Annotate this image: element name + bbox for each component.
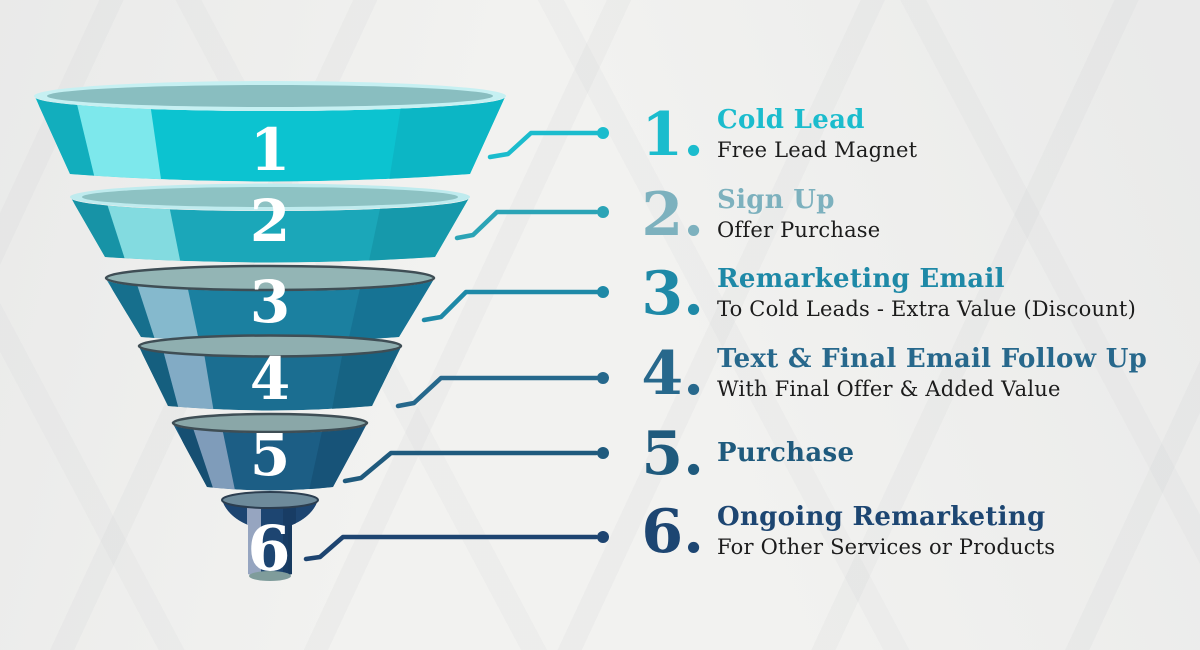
segment-highlight-band: [159, 347, 216, 411]
step-subtitle: To Cold Leads - Extra Value (Discount): [717, 297, 1136, 322]
funnel-segment-2: 2: [70, 183, 470, 263]
funnel-number-6: 6: [247, 512, 290, 585]
step-title: Ongoing Remarketing: [717, 502, 1046, 533]
spout-cap: [249, 571, 291, 581]
segment-highlight-band: [247, 500, 261, 578]
segment-edge-band: [35, 97, 100, 182]
connector-line-1: [487, 130, 600, 160]
step-title: Remarketing Email: [717, 264, 1005, 295]
funnel-segment-6: 6: [221, 491, 319, 585]
funnel-number-2: 2: [250, 187, 290, 255]
segment-edge-band: [173, 424, 217, 491]
step-title: Cold Lead: [717, 105, 865, 136]
step-text: Sign Up Offer Purchase: [717, 181, 880, 249]
segment-edge-band: [139, 347, 183, 411]
step-subtitle: Free Lead Magnet: [717, 138, 918, 163]
segment-top-face: [221, 491, 319, 509]
step-text: Cold Lead Free Lead Magnet: [717, 101, 917, 169]
connector-dot-4: [597, 372, 609, 384]
step-title: Purchase: [717, 438, 855, 469]
step-row-2: 2. Sign Up Offer Purchase: [636, 181, 880, 249]
funnel-number-4: 4: [250, 345, 290, 413]
funnel-segment-1: 1: [34, 81, 506, 184]
connector-dot-6: [597, 531, 609, 543]
funnel-number-1: 1: [250, 116, 290, 184]
segment-edge-band: [288, 525, 293, 576]
step-text: Purchase: [717, 420, 854, 488]
segment-highlight-band: [188, 424, 237, 491]
step-text: Ongoing Remarketing For Other Services o…: [717, 498, 1055, 566]
step-row-5: 5. Purchase: [636, 420, 854, 488]
step-number: 3.: [641, 259, 704, 329]
step-subtitle: For Other Services or Products: [717, 535, 1056, 560]
step-text: Remarketing Email To Cold Leads - Extra …: [717, 260, 1136, 328]
connector-line-5: [342, 450, 599, 484]
connector-line-4: [395, 375, 600, 409]
step-title: Text & Final Email Follow Up: [717, 344, 1148, 375]
step-row-6: 6. Ongoing Remarketing For Other Service…: [636, 498, 1055, 566]
funnel-segment-4: 4: [137, 334, 403, 413]
funnel-number-3: 3: [250, 268, 290, 336]
funnel-segment-5: 5: [171, 412, 369, 491]
step-number: 5.: [641, 419, 704, 489]
step-text: Text & Final Email Follow Up With Final …: [717, 340, 1147, 408]
segment-shade-band: [307, 424, 367, 491]
connector-line-3: [421, 289, 600, 323]
step-number: 2.: [641, 180, 704, 250]
connector-dot-1: [597, 127, 609, 139]
segment-top-face: [104, 264, 436, 292]
segment-edge-band: [106, 279, 160, 342]
connector-dot-3: [597, 286, 609, 298]
connector-line-2: [454, 209, 599, 241]
segment-top-face: [137, 334, 403, 358]
step-row-4: 4. Text & Final Email Follow Up With Fin…: [636, 340, 1147, 408]
step-title: Sign Up: [717, 185, 835, 216]
step-number: 1.: [641, 100, 704, 170]
step-subtitle: With Final Offer & Added Value: [717, 377, 1061, 402]
step-number: 4.: [641, 339, 704, 409]
funnel-segment-3: 3: [104, 264, 436, 342]
connectors: [303, 127, 609, 562]
segment-top-face: [47, 85, 493, 107]
connector-line-6: [303, 534, 599, 562]
connector-dot-5: [597, 447, 609, 459]
step-row-3: 3. Remarketing Email To Cold Leads - Ext…: [636, 260, 1136, 328]
step-subtitle: Offer Purchase: [717, 218, 881, 243]
connector-dot-2: [597, 206, 609, 218]
segment-top-face: [82, 187, 458, 207]
segment-top-face: [171, 412, 369, 434]
step-row-1: 1. Cold Lead Free Lead Magnet: [636, 101, 917, 169]
segment-shade-band: [329, 347, 401, 411]
funnel-number-5: 5: [250, 421, 290, 489]
step-number: 6.: [641, 497, 704, 567]
segment-edge-band: [71, 198, 130, 263]
